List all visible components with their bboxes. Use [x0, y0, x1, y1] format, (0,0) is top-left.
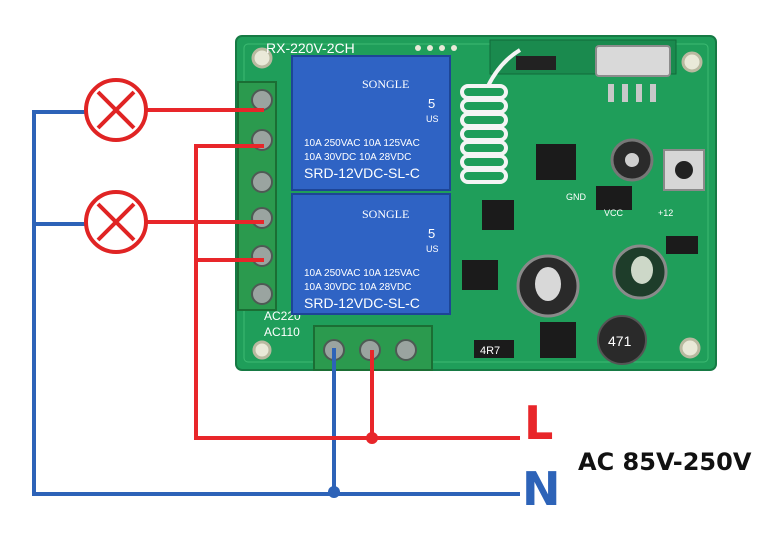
- ac110-label: AC110: [264, 325, 300, 339]
- mounting-hole: [679, 337, 701, 359]
- line-wire: [146, 108, 520, 440]
- relay-rating-1: 10A 250VAC 10A 125VAC: [304, 138, 420, 149]
- vcc-label: VCC: [604, 208, 624, 218]
- relay-1: SONGLE 5 US 10A 250VAC 10A 125VAC 10A 30…: [291, 55, 451, 191]
- neutral-label: N: [522, 462, 561, 516]
- lamp-2: [84, 190, 148, 254]
- resistor-code: 4R7: [480, 345, 500, 357]
- relay-model: SRD-12VDC-SL-C: [304, 295, 420, 311]
- push-button: [663, 149, 705, 191]
- antenna-coil: [460, 48, 522, 184]
- output-terminal-block: [237, 81, 277, 311]
- mounting-hole: [251, 47, 273, 69]
- mounting-hole: [681, 51, 703, 73]
- neutral-junction: [328, 486, 340, 498]
- line-label: L: [524, 396, 554, 450]
- relay-num: 5: [428, 96, 435, 111]
- lamp-1: [84, 78, 148, 142]
- plus12-label: +12: [658, 208, 673, 218]
- inductor-code: 471: [608, 333, 632, 349]
- rf-module: [489, 39, 677, 102]
- neutral-wire: [32, 110, 520, 496]
- capacitor: [516, 138, 668, 318]
- gnd-label: GND: [566, 192, 587, 202]
- board-model-label: RX-220V-2CH: [266, 40, 355, 56]
- relay-us: US: [426, 244, 439, 254]
- resistor: 4R7: [474, 340, 514, 358]
- relay-2: SONGLE 5 US 10A 250VAC 10A 125VAC 10A 30…: [291, 193, 451, 315]
- relay-rating-2: 10A 30VDC 10A 28VDC: [304, 282, 411, 293]
- voltage-label: AC 85V-250V: [578, 448, 752, 476]
- line-junction: [366, 432, 378, 444]
- relay-us: US: [426, 114, 439, 124]
- ic-chip: [462, 144, 698, 358]
- relay-num: 5: [428, 226, 435, 241]
- relay-rating-1: 10A 250VAC 10A 125VAC: [304, 268, 420, 279]
- relay-brand: SONGLE: [362, 207, 409, 221]
- mounting-hole: [252, 340, 272, 360]
- inductor: 471: [597, 315, 647, 365]
- relay-rating-2: 10A 30VDC 10A 28VDC: [304, 152, 411, 163]
- relay-model: SRD-12VDC-SL-C: [304, 165, 420, 181]
- relay-brand: SONGLE: [362, 77, 409, 91]
